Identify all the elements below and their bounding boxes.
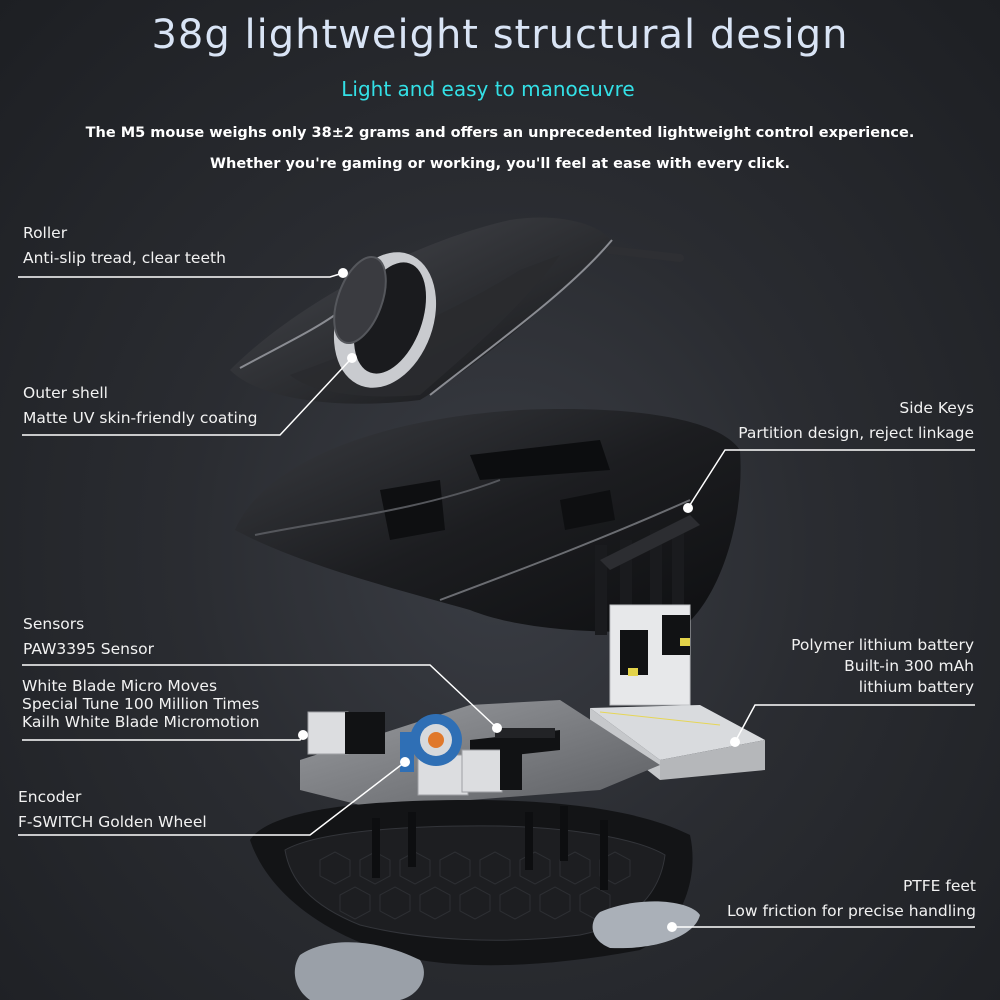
callout-side-keys-detail: Partition design, reject linkage [738,424,974,442]
callout-micro-line-1: White Blade Micro Moves [22,677,218,695]
encoder [400,714,462,772]
callout-sensors: Sensors PAW3395 Sensor [23,612,154,662]
callout-micro-line-3: Kailh White Blade Micromotion [22,713,260,731]
page-title: 38g lightweight structural design [151,12,849,58]
ptfe-feet [294,901,700,1000]
callout-battery-line-1: Polymer lithium battery [791,636,974,654]
scroll-wheel [333,252,437,388]
callout-outer-shell-detail: Matte UV skin-friendly coating [23,409,258,427]
callout-outer-shell: Outer shell Matte UV skin-friendly coati… [23,381,257,431]
callout-sensors-title: Sensors [23,615,85,633]
callout-ptfe-title: PTFE feet [902,877,976,895]
callout-battery-line-2: Built-in 300 mAh [844,657,974,675]
callout-side-keys-title: Side Keys [899,399,974,417]
callout-roller: Roller Anti-slip tread, clear teeth [23,221,226,271]
page-subtitle: Light and easy to manoeuvre [341,77,635,101]
callout-battery: Polymer lithium battery Built-in 300 mAh… [791,635,974,698]
callout-encoder-detail: F-SWITCH Golden Wheel [18,813,207,831]
callout-micro-line-2: Special Tune 100 Million Times [22,695,260,713]
top-cover [230,217,684,404]
bottom-case [250,800,693,966]
micro-switches [307,711,522,796]
callout-sensors-detail: PAW3395 Sensor [23,640,154,658]
callout-side-keys: Side Keys Partition design, reject linka… [738,396,974,446]
description-line-1: The M5 mouse weighs only 38±2 grams and … [85,125,915,141]
callout-roller-detail: Anti-slip tread, clear teeth [23,249,226,267]
callout-encoder: Encoder F-SWITCH Golden Wheel [18,785,207,835]
callout-encoder-title: Encoder [18,788,82,806]
callout-outer-shell-title: Outer shell [23,384,108,402]
callout-ptfe-feet: PTFE feet Low friction for precise handl… [727,874,976,924]
description-line-2: Whether you're gaming or working, you'll… [210,156,790,172]
callout-roller-title: Roller [23,224,68,242]
callout-ptfe-detail: Low friction for precise handling [727,902,976,920]
callout-dots [298,268,740,932]
outer-shell [235,409,741,632]
side-key-board [609,604,691,706]
callout-micro-switches: White Blade Micro Moves Special Tune 100… [22,677,259,731]
callout-battery-line-3: lithium battery [858,678,974,696]
